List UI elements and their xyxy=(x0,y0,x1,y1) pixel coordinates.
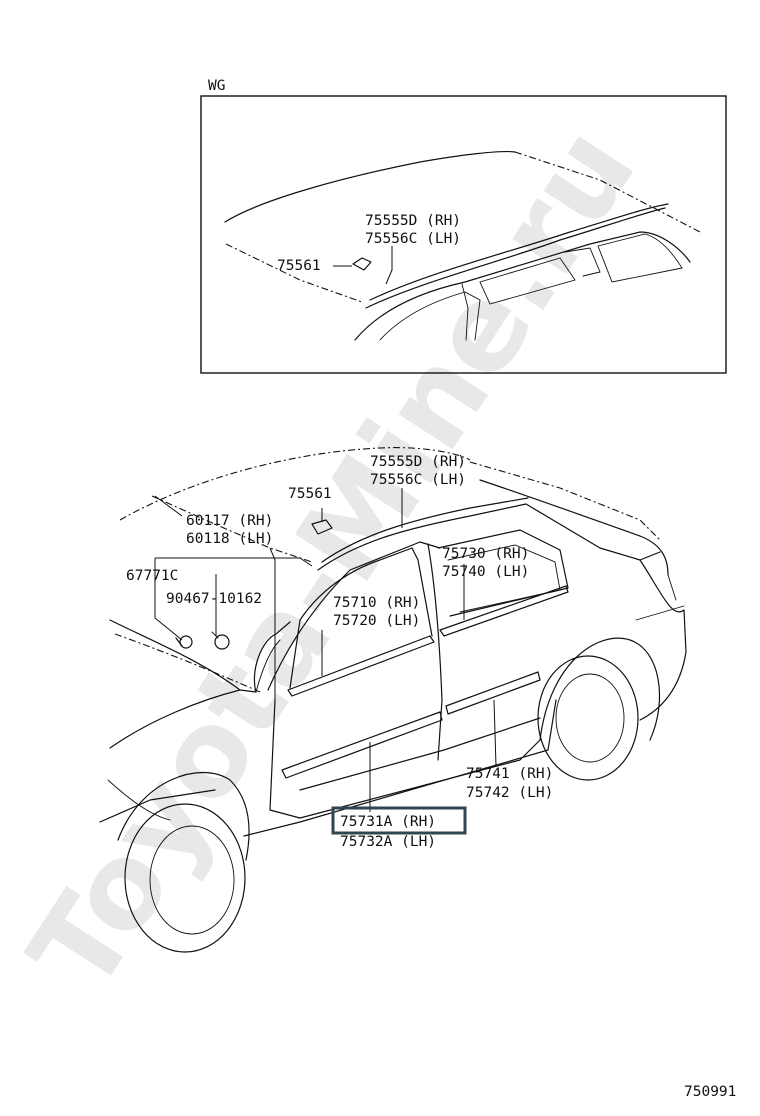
label-90467: 90467-10162 xyxy=(166,591,262,607)
inset-label-75561: 75561 xyxy=(277,258,321,274)
clip-icon xyxy=(311,519,333,535)
watermark: Toyota-Mine.ru xyxy=(3,103,662,1015)
label-67771c: 67771C xyxy=(126,568,178,584)
main-car-drawing xyxy=(99,447,687,953)
fastener-90467-icon xyxy=(214,634,230,650)
inset-roof-rail xyxy=(365,207,666,309)
diagram-number: 750991 xyxy=(684,1084,736,1100)
label-75730: 75730 (RH) xyxy=(442,546,529,562)
label-75710: 75710 (RH) xyxy=(333,595,420,611)
label-75555d: 75555D (RH) xyxy=(370,454,466,470)
label-60117: 60117 (RH) xyxy=(186,513,273,529)
label-75742: 75742 (LH) xyxy=(466,785,553,801)
label-75731a[interactable]: 75731A (RH) xyxy=(340,814,436,830)
inset-roof-edge xyxy=(224,151,516,223)
inset-label: WG xyxy=(208,78,225,94)
roof-rail xyxy=(317,503,527,571)
highlight-box[interactable] xyxy=(331,806,467,835)
label-75741: 75741 (RH) xyxy=(466,766,553,782)
label-75720: 75720 (LH) xyxy=(333,613,420,629)
label-75561: 75561 xyxy=(288,486,332,502)
inset-clip-icon xyxy=(352,257,372,271)
inset-wg: WG 75555D (RH) 75556C (LH) 75561 xyxy=(200,78,727,374)
side-molding-front xyxy=(281,711,443,779)
inset-label-75556c: 75556C (LH) xyxy=(365,231,461,247)
belt-molding-front xyxy=(287,635,435,697)
label-75740: 75740 (LH) xyxy=(442,564,529,580)
inset-frame xyxy=(200,95,727,374)
fastener-67771c-icon xyxy=(179,635,193,649)
label-60118: 60118 (LH) xyxy=(186,531,273,547)
label-75556c: 75556C (LH) xyxy=(370,472,466,488)
label-75732a: 75732A (LH) xyxy=(340,834,436,850)
inset-label-75555d: 75555D (RH) xyxy=(365,213,461,229)
belt-molding-rear xyxy=(439,585,569,637)
side-molding-rear xyxy=(445,671,541,715)
